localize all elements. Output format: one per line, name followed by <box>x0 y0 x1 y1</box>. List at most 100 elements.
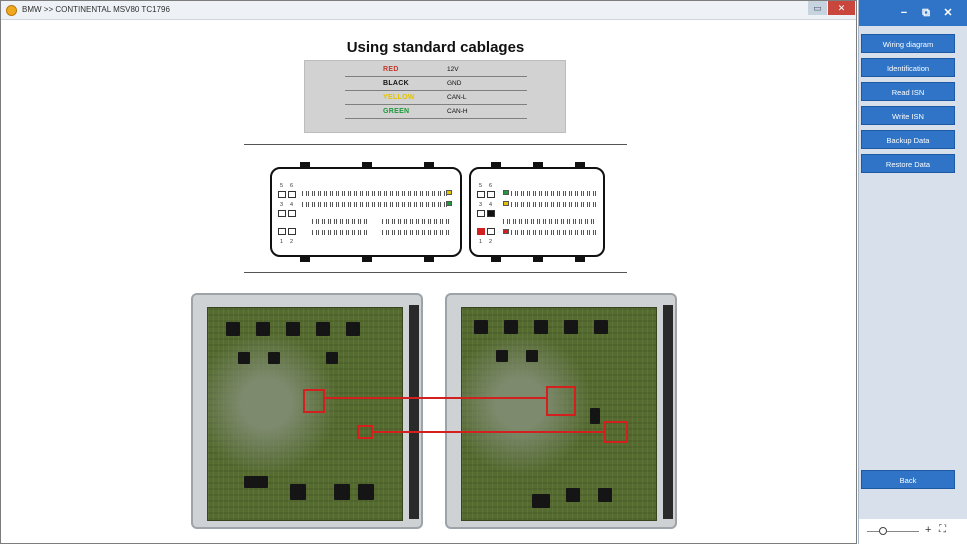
can-pin-marker <box>503 229 509 234</box>
chip <box>316 322 330 336</box>
pin-terminal <box>477 210 485 217</box>
12v-pin <box>477 228 485 235</box>
chip <box>326 352 338 364</box>
solder-point-marker <box>303 389 325 413</box>
zoom-in-icon[interactable]: + <box>925 524 932 536</box>
app-icon <box>6 5 17 16</box>
can-l-pin <box>503 201 509 206</box>
pin-terminal <box>288 191 296 198</box>
title-bar: BMW >> CONTINENTAL MSV80 TC1796 ▭ ✕ <box>1 1 856 20</box>
connector-peg <box>300 256 310 262</box>
pin-row <box>312 230 368 235</box>
cable-color-label: YELLOW <box>383 94 415 101</box>
maximize-button[interactable]: ▭ <box>808 1 827 15</box>
pin-terminal <box>487 191 495 198</box>
window-title: BMW >> CONTINENTAL MSV80 TC1796 <box>22 5 170 14</box>
zoom-slider-thumb[interactable] <box>879 527 887 535</box>
connector-peg <box>575 256 585 262</box>
pin-number: 6 <box>489 183 493 189</box>
section-divider <box>244 272 627 273</box>
pin-row <box>382 219 450 224</box>
chip <box>358 484 374 500</box>
fit-screen-icon[interactable]: ⛶ <box>939 524 946 535</box>
restore-data-button[interactable]: Restore Data <box>861 154 955 173</box>
chip <box>534 320 548 334</box>
chip <box>496 350 508 362</box>
wiring-diagram-button[interactable]: Wiring diagram <box>861 34 955 53</box>
close-button[interactable]: ✕ <box>828 1 855 15</box>
gnd-pin <box>487 210 495 217</box>
ecu-connector-b: 5 6 3 4 1 2 <box>469 162 605 262</box>
pcb <box>207 307 403 521</box>
pin-terminal <box>288 210 296 217</box>
chip <box>290 484 306 500</box>
pin-number: 5 <box>479 183 483 189</box>
solder-point-marker <box>546 386 576 416</box>
pin-number: 3 <box>479 202 483 208</box>
cable-row: GREEN CAN-H <box>345 105 527 119</box>
chip <box>286 322 300 336</box>
cable-signal-label: GND <box>447 80 462 87</box>
pin-row <box>382 230 450 235</box>
pin-number: 6 <box>290 183 294 189</box>
connector-peg <box>533 162 543 168</box>
pin-number: 3 <box>280 202 284 208</box>
solder-point-marker <box>357 425 373 439</box>
document-title: Using standard cablages <box>346 39 525 56</box>
zoom-slider-track[interactable] <box>867 531 919 532</box>
pin-number: 1 <box>479 239 483 245</box>
connector-peg <box>575 162 585 168</box>
minimize-icon[interactable]: − <box>900 7 908 19</box>
close-icon[interactable]: ✕ <box>943 7 953 19</box>
cable-signal-label: CAN-H <box>447 108 468 115</box>
chip <box>256 322 270 336</box>
cable-table: RED 12V BLACK GND YELLOW CAN-L GREEN CAN… <box>304 60 566 133</box>
cable-color-label: BLACK <box>383 80 409 87</box>
chip <box>474 320 488 334</box>
chip <box>244 476 268 488</box>
connector-peg <box>362 162 372 168</box>
connector-edge <box>663 305 673 519</box>
pin-number: 2 <box>489 239 493 245</box>
back-button[interactable]: Back <box>861 470 955 489</box>
pin-number: 2 <box>290 239 294 245</box>
zoom-bar: + ⛶ <box>859 519 967 544</box>
chip <box>526 350 538 362</box>
chip <box>334 484 350 500</box>
pin-row <box>511 230 597 235</box>
chip <box>238 352 250 364</box>
connector-peg <box>362 256 372 262</box>
read-isn-button[interactable]: Read ISN <box>861 82 955 101</box>
restore-icon[interactable]: ⧉ <box>922 7 930 19</box>
section-divider <box>244 144 627 145</box>
ecu-connector-a: 5 6 3 4 1 2 <box>270 162 462 262</box>
cable-signal-label: 12V <box>447 66 459 73</box>
can-l-pin <box>446 190 452 195</box>
wiring-document: Using standard cablages RED 12V BLACK GN… <box>244 23 627 275</box>
pin-terminal <box>278 191 286 198</box>
chip <box>532 494 550 508</box>
chip <box>346 322 360 336</box>
connector-peg <box>424 256 434 262</box>
connection-arrow <box>373 431 604 433</box>
solder-point-marker <box>604 421 628 443</box>
can-h-pin <box>446 201 452 206</box>
cable-color-label: RED <box>383 66 399 73</box>
ecu-board-photo-1 <box>191 293 423 529</box>
connector-peg <box>424 162 434 168</box>
cable-signal-label: CAN-L <box>447 94 467 101</box>
chip <box>564 320 578 334</box>
chip <box>566 488 580 502</box>
chip <box>268 352 280 364</box>
backup-data-button[interactable]: Backup Data <box>861 130 955 149</box>
pin-number: 4 <box>290 202 294 208</box>
chip <box>598 488 612 502</box>
chip <box>504 320 518 334</box>
chip <box>226 322 240 336</box>
connector-peg <box>533 256 543 262</box>
write-isn-button[interactable]: Write ISN <box>861 106 955 125</box>
pin-row <box>302 191 450 196</box>
panel-header: − ⧉ ✕ <box>859 0 967 26</box>
connector-peg <box>491 162 501 168</box>
identification-button[interactable]: Identification <box>861 58 955 77</box>
